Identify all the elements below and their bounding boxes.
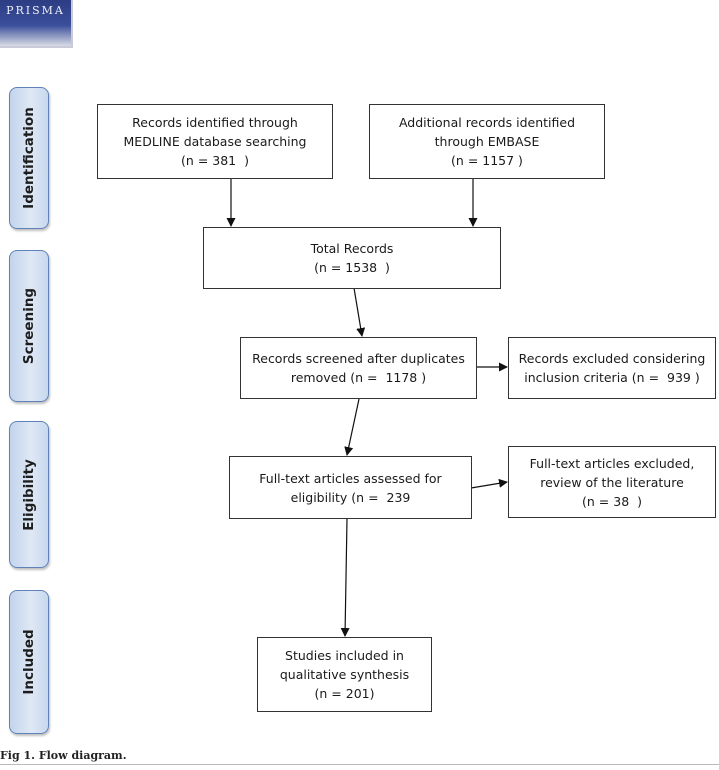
box-medline-records: Records identified through MEDLINE datab… (97, 104, 333, 179)
logo-text: PRISMA (6, 4, 65, 17)
box-line: Records screened after duplicates (252, 351, 465, 366)
box-line: Records identified through (132, 115, 298, 130)
box-records-screened: Records screened after duplicates remove… (240, 337, 477, 399)
box-line: MEDLINE database searching (123, 134, 307, 149)
box-line: Total Records (310, 241, 394, 256)
box-line: qualitative synthesis (279, 667, 410, 682)
box-line: Full-text articles excluded, (529, 455, 695, 471)
box-records-excluded: Records excluded considering inclusion c… (508, 337, 716, 399)
box-line: Additional records identified (398, 115, 576, 130)
caption-divider (0, 764, 719, 765)
phase-screening: Screening (9, 250, 49, 402)
box-line: Full-text articles assessed for (259, 470, 442, 486)
phase-eligibility: Eligibility (9, 421, 49, 568)
phase-identification: Identification (9, 87, 49, 229)
box-line: removed (n = 1178 ) (290, 370, 427, 385)
box-line: review of the literature (540, 474, 684, 490)
box-line: (n = 1538 ) (314, 260, 390, 275)
box-line: (n = 38 ) (582, 493, 642, 509)
arrow-fulltext-to-excluded (470, 478, 508, 489)
box-fulltext-excluded: Full-text articles excluded, review of t… (508, 446, 716, 518)
box-line: (n = 201) (314, 686, 375, 701)
arrow-total-to-screened (353, 287, 366, 337)
box-total-records: Total Records (n = 1538 ) (203, 227, 501, 289)
box-line: Studies included in (285, 648, 404, 663)
arrow-fulltext-to-included (340, 518, 350, 637)
box-line: eligibility (n = 239 (290, 489, 411, 505)
arrow-screened-to-fulltext (344, 398, 360, 456)
figure-caption: Fig 1. Flow diagram. (0, 749, 127, 762)
prisma-logo: PRISMA (0, 0, 73, 48)
box-line: through EMBASE (434, 134, 540, 149)
box-studies-included: Studies included in qualitative synthesi… (257, 637, 432, 712)
box-line: (n = 1157 ) (451, 153, 523, 168)
box-fulltext-assessed: Full-text articles assessed for eligibil… (229, 456, 472, 519)
box-line: Records excluded considering (518, 351, 706, 366)
box-line: inclusion criteria (n = 939 ) (524, 370, 700, 385)
box-line: (n = 381 ) (181, 153, 249, 168)
phase-included: Included (9, 590, 49, 734)
box-embase-records: Additional records identified through EM… (369, 104, 605, 179)
